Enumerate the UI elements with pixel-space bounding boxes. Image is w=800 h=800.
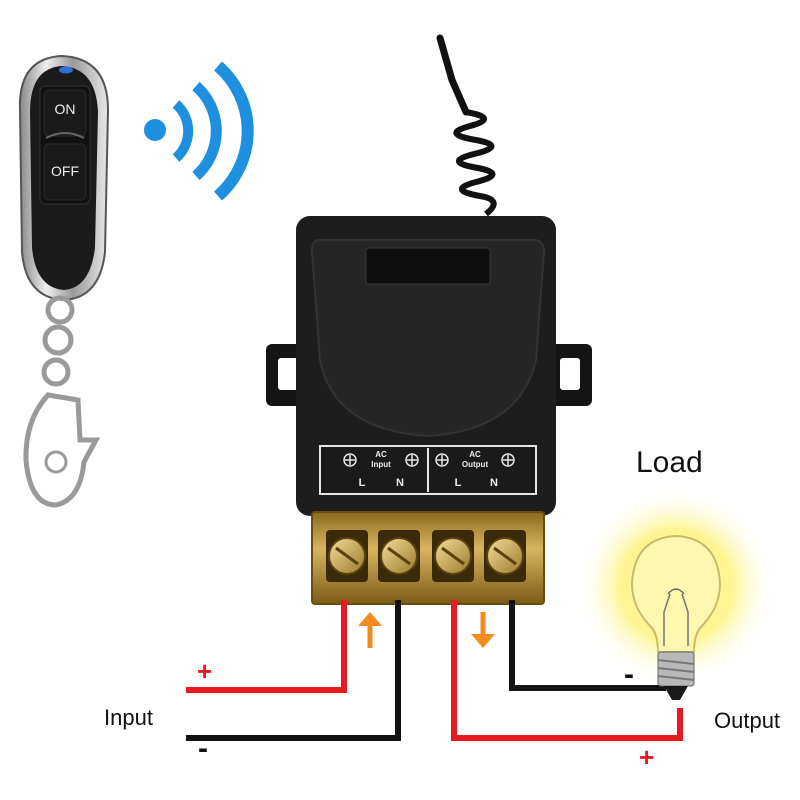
output-plus-sign: + [639,742,654,772]
remote-led-indicator [59,66,73,74]
light-bulb-icon [576,486,776,700]
input-positive-wire [186,600,347,693]
on-button-label: ON [55,101,76,117]
ac-input-top-label: AC [375,450,387,459]
ac-output-top-label: AC [469,450,481,459]
antenna [436,34,497,217]
load-label: Load [636,446,703,479]
receiver-window [365,247,491,285]
off-button[interactable]: OFF [43,143,87,201]
output-minus-sign: - [624,658,634,691]
input-plus-sign: + [197,656,212,686]
input-minus-sign: - [198,732,208,765]
ac-output-bottom-label: Output [462,460,489,469]
pin-label-output-l: L [455,477,462,489]
output-label: Output [714,708,780,733]
on-button[interactable]: ON [43,89,87,137]
input-negative-wire [186,600,401,741]
terminal-screw-input-l [326,530,368,582]
keyring [23,295,101,508]
wiring [186,600,683,741]
ac-input-bottom-label: Input [371,460,391,469]
pin-label-input-n: N [396,477,404,489]
remote-control: ON OFF [18,54,110,508]
output-positive-wire [451,600,683,741]
output-negative-wire [509,600,666,691]
output-arrow-icon [471,612,495,648]
off-button-label: OFF [51,163,79,179]
terminal-screw-input-n [378,530,420,582]
pin-label-input-l: L [359,477,366,489]
terminal-screw-output-n [484,530,526,582]
input-arrow-icon [358,612,382,648]
bulb-base [657,651,695,700]
terminal-screw-output-l [432,530,474,582]
input-label: Input [104,705,153,730]
wireless-signal-icon [144,61,254,201]
receiver-module: AC Input AC Output L N L N [266,216,592,605]
pin-label-output-n: N [490,477,498,489]
